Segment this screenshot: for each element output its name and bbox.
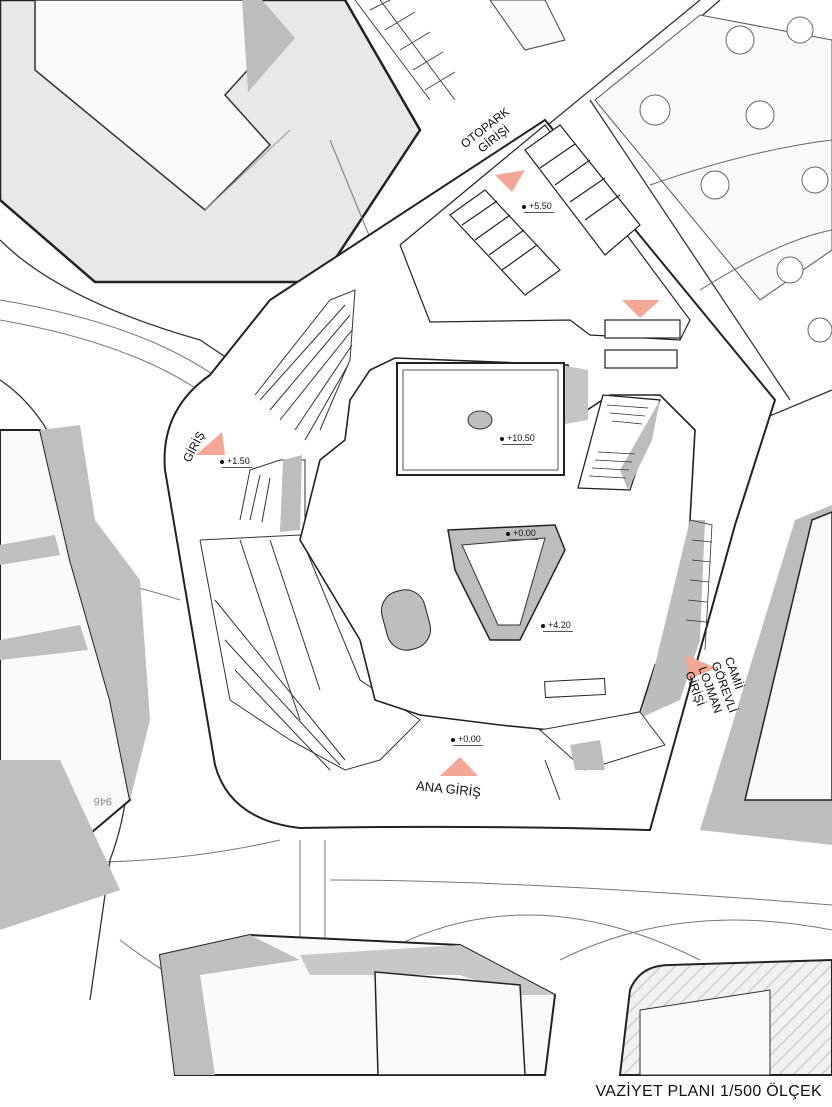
main-entrance-arrow — [440, 757, 478, 776]
parking-area — [399, 124, 691, 369]
existing-building-northwest — [0, 0, 422, 284]
otopark-entrance-arrow — [495, 170, 525, 192]
level-roof: +10.50 — [500, 433, 535, 445]
entrance-arrows — [196, 170, 716, 776]
lojman-entrance-arrow — [686, 655, 716, 680]
parking-stripes-top — [354, 0, 566, 101]
west-entrance-arrow — [196, 432, 225, 455]
terrace-shadow — [280, 455, 302, 532]
level-west-entrance: +1.50 — [220, 456, 252, 468]
main-building — [299, 357, 713, 801]
existing-building-southeast — [618, 958, 832, 1076]
svg-text:946: 946 — [94, 795, 112, 807]
park-area — [594, 14, 832, 301]
plan-title: VAZİYET PLANI 1/500 ÖLÇEK — [595, 1083, 822, 1100]
existing-building-east — [700, 505, 832, 845]
west-terraces — [199, 289, 421, 771]
level-courtyard: +0.00 — [506, 528, 538, 540]
level-otopark: +5.50 — [522, 201, 554, 213]
level-main-entrance: +0.00 — [451, 734, 483, 746]
existing-building-south — [158, 933, 557, 1076]
existing-building-west: 946 — [0, 425, 150, 930]
level-upper: +4.20 — [541, 620, 573, 632]
parking-exit-arrow — [622, 300, 660, 318]
